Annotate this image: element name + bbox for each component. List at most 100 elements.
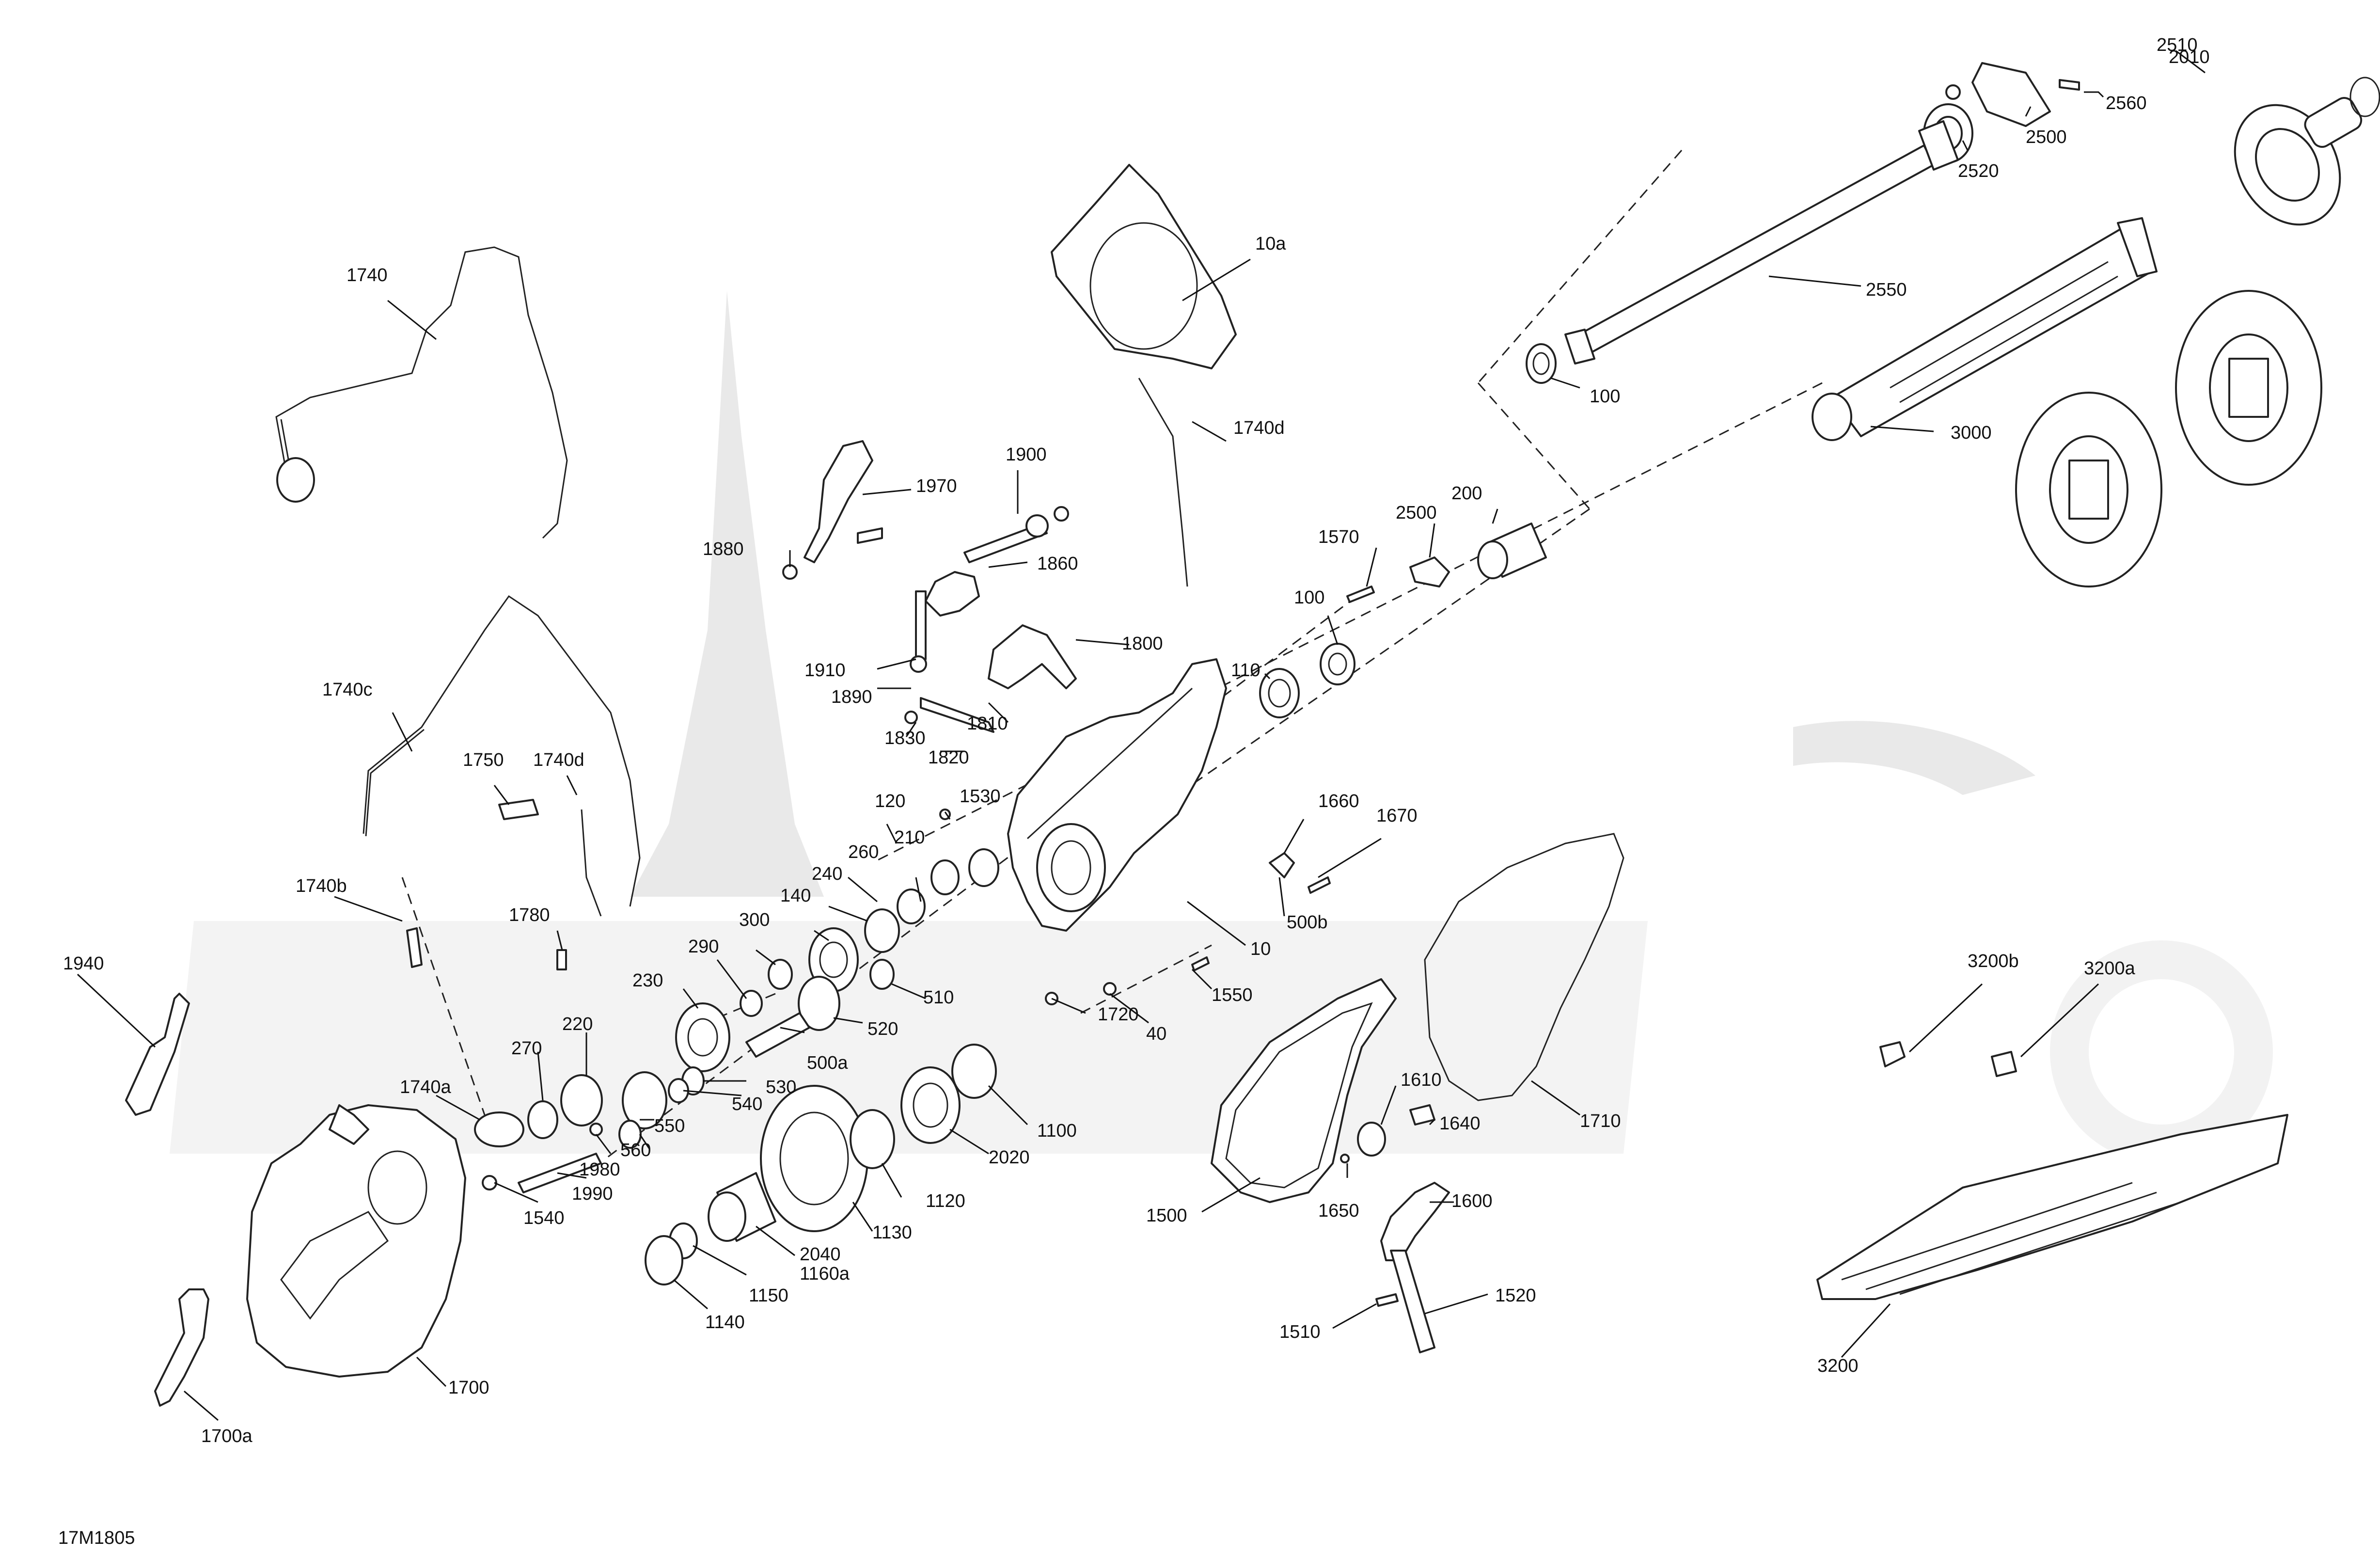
callout-1970: 1970 — [916, 476, 957, 496]
callout-2500-lower: 2500 — [1396, 503, 1437, 523]
callout-1540: 1540 — [523, 1208, 565, 1228]
callout-1740d: 1740d — [533, 750, 584, 770]
callout-2500: 2500 — [2026, 127, 2067, 147]
callout-1900: 1900 — [1006, 444, 1047, 465]
callout-230: 230 — [632, 970, 663, 991]
callout-290: 290 — [688, 936, 719, 957]
callout-1550: 1550 — [1212, 985, 1253, 1005]
callout-1740: 1740 — [347, 265, 388, 286]
callout-560: 560 — [620, 1140, 651, 1160]
callout-100-lower: 100 — [1294, 587, 1324, 608]
spring-220 — [560, 1074, 603, 1127]
callout-530: 530 — [766, 1077, 796, 1097]
sprocket-left — [2015, 392, 2162, 587]
callout-550: 550 — [654, 1116, 685, 1136]
callout-2510: 2510 — [2157, 35, 2198, 55]
bolt-1670 — [1308, 876, 1331, 894]
washer-510 — [869, 959, 895, 990]
callout-1820: 1820 — [928, 747, 969, 768]
callout-1750: 1750 — [463, 750, 504, 770]
pin-1510 — [1375, 1293, 1399, 1307]
washer-1980 — [589, 1123, 603, 1136]
callout-1990: 1990 — [572, 1184, 613, 1204]
tensioner-1600 — [1380, 1182, 1450, 1261]
callout-1500: 1500 — [1146, 1206, 1187, 1226]
spacer-260 — [897, 889, 926, 924]
callout-1140: 1140 — [705, 1312, 745, 1333]
callout-2560: 2560 — [2106, 93, 2147, 113]
bracket-1800 — [988, 624, 1077, 689]
clip-3200a — [1991, 1051, 2017, 1077]
clip-1740b — [406, 927, 423, 968]
callout-1530: 1530 — [960, 786, 1001, 807]
callout-1890: 1890 — [831, 687, 872, 707]
rod-1900 — [963, 523, 1048, 563]
callout-270: 270 — [511, 1038, 542, 1059]
seal-100-upper — [1526, 343, 1557, 384]
callout-1120: 1120 — [926, 1191, 965, 1211]
callout-10: 10 — [1250, 939, 1271, 959]
callout-1880: 1880 — [703, 539, 744, 559]
callout-2040: 2040 — [800, 1244, 841, 1265]
callout-1670: 1670 — [1376, 806, 1418, 826]
callout-2020: 2020 — [989, 1147, 1030, 1168]
bolt-1540 — [482, 1175, 497, 1190]
gear-520 — [798, 976, 840, 1031]
bearing-110 — [1259, 668, 1300, 718]
hose-1740c — [363, 595, 641, 907]
gear-230 — [675, 1002, 730, 1072]
callout-labels: 2510 2560 2010 2500 2520 2550 10a 1740 1… — [63, 35, 2210, 1446]
bearing-240 — [864, 908, 900, 953]
callout-2550: 2550 — [1866, 280, 1907, 300]
clip-1660 — [1269, 852, 1295, 878]
callout-1510: 1510 — [1279, 1322, 1321, 1342]
callout-520: 520 — [867, 1019, 898, 1039]
bracket-1820 — [920, 697, 994, 733]
lever-1700a — [154, 1288, 209, 1407]
callout-1100: 1100 — [1037, 1121, 1077, 1141]
gasket-10a — [1051, 164, 1237, 369]
callout-1740c: 1740c — [322, 680, 373, 700]
ring-270 — [527, 1100, 558, 1139]
lever-1880 — [804, 440, 873, 563]
lower-sprocket-group — [645, 1044, 997, 1285]
leader-lines — [77, 50, 2206, 1421]
callout-10a: 10a — [1255, 234, 1286, 254]
part-2500-small — [1409, 556, 1450, 587]
clip-1780 — [556, 949, 567, 970]
chain-1500 — [1211, 978, 1397, 1203]
ring-300 — [768, 959, 793, 990]
callout-3200a: 3200a — [2084, 958, 2136, 979]
callout-1520: 1520 — [1495, 1285, 1536, 1306]
callout-220: 220 — [562, 1014, 593, 1034]
callout-1700: 1700 — [448, 1378, 489, 1398]
callout-1780: 1780 — [509, 905, 550, 925]
callout-1720: 1720 — [1098, 1004, 1139, 1025]
idler-1610 — [1357, 1122, 1386, 1157]
callout-500a: 500a — [807, 1053, 848, 1073]
callout-3200: 3200 — [1817, 1356, 1859, 1376]
bolt-1550 — [1191, 956, 1210, 971]
bolt-40 — [1103, 982, 1117, 996]
callout-3200b: 3200b — [1968, 951, 2019, 971]
gasket-1710 — [1424, 833, 1624, 1101]
drive-shaft-3000 — [1812, 217, 2158, 441]
callout-1570: 1570 — [1318, 527, 1359, 547]
callout-1740d-top: 1740d — [1233, 418, 1285, 438]
callout-1860: 1860 — [1037, 554, 1078, 574]
callout-1940: 1940 — [63, 953, 104, 974]
watermark — [170, 291, 2273, 1163]
callout-240: 240 — [812, 864, 842, 884]
callout-1800: 1800 — [1122, 634, 1163, 654]
callout-260: 260 — [848, 842, 879, 862]
pin-1650 — [1340, 1154, 1350, 1163]
hose-1740d-upper — [1138, 378, 1188, 587]
callout-1980: 1980 — [579, 1159, 620, 1180]
hose-1740d-lower — [581, 809, 602, 917]
skid-plate-3200 — [1816, 1114, 2288, 1300]
callout-1130: 1130 — [872, 1222, 912, 1243]
washer-210 — [930, 859, 960, 895]
callout-510: 510 — [923, 987, 954, 1008]
callout-1150: 1150 — [749, 1285, 788, 1306]
callout-200: 200 — [1451, 483, 1482, 504]
